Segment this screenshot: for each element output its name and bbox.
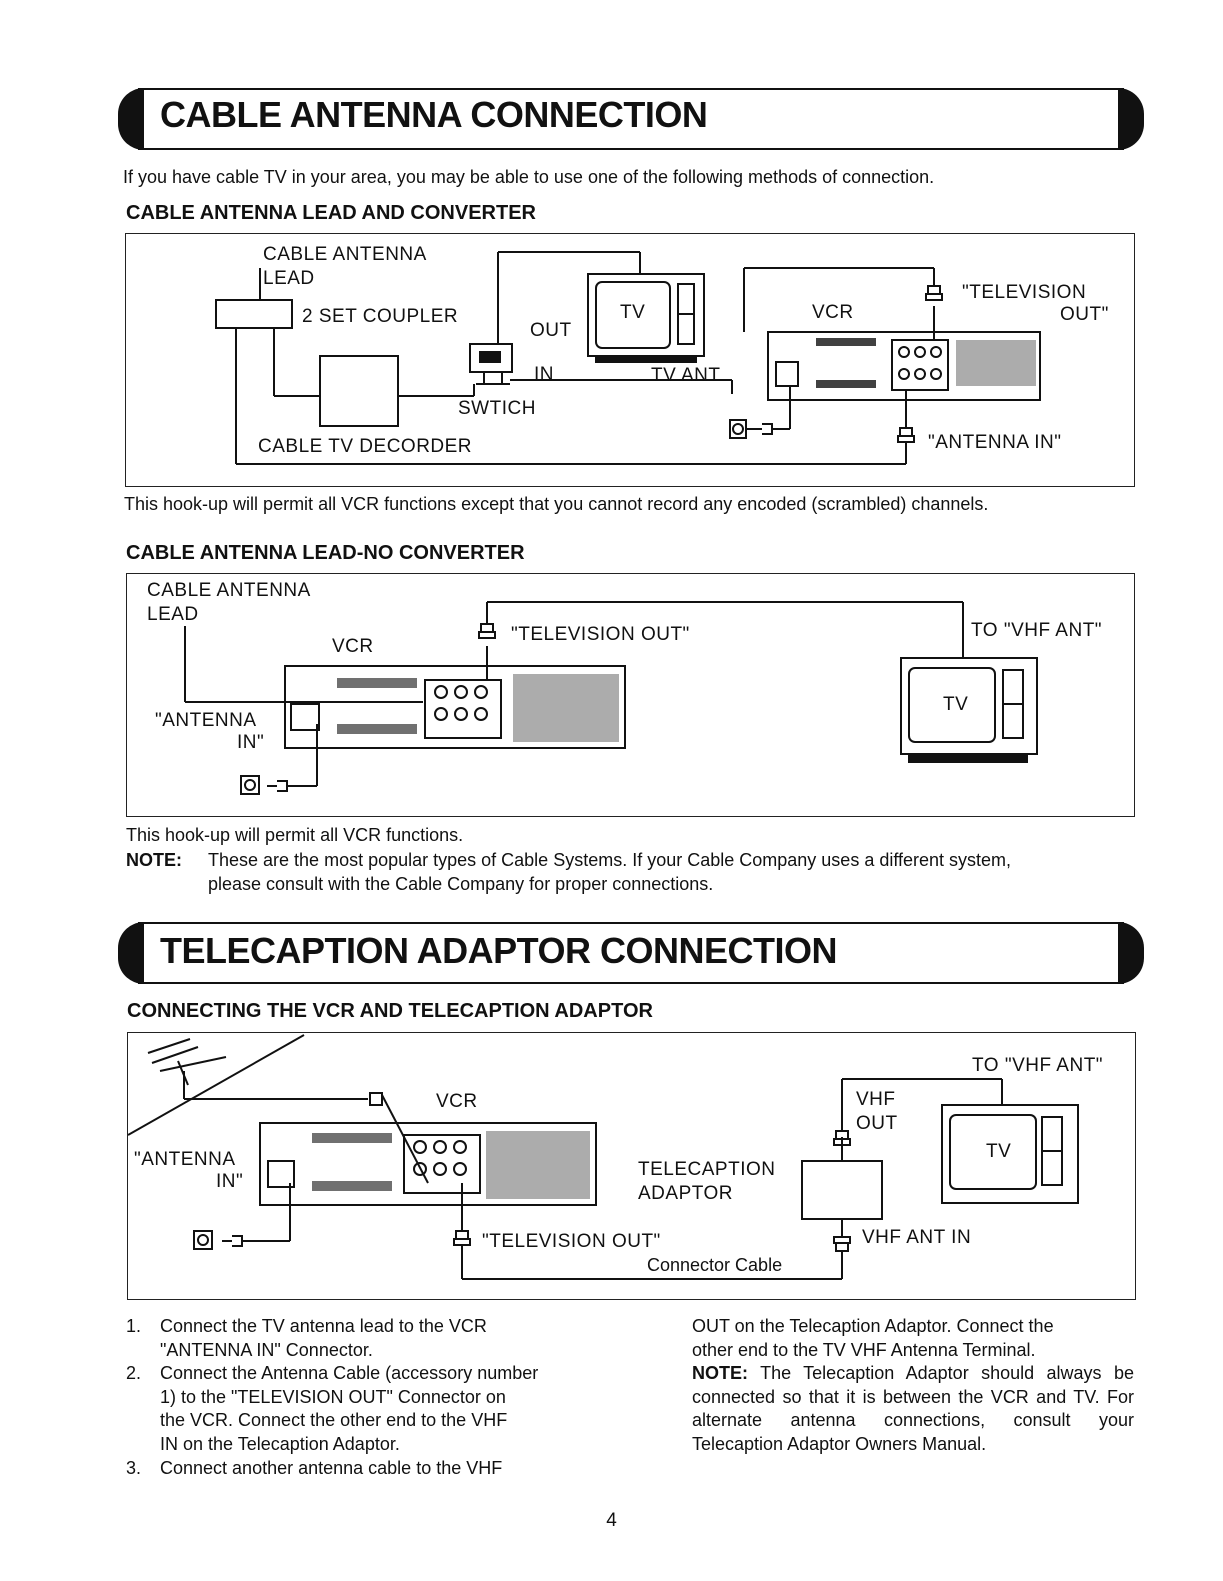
- label-vcr: VCR: [332, 636, 374, 657]
- banner-rule-bottom: [138, 148, 1124, 150]
- diagram3-lines: [128, 1034, 1079, 1280]
- col2-note-label: NOTE:: [692, 1363, 748, 1383]
- label-in: IN": [237, 732, 265, 753]
- diagram3-heading: CONNECTING THE VCR AND TELECAPTION ADAPT…: [127, 1000, 653, 1022]
- label-connector-cable: Connector Cable: [647, 1255, 783, 1275]
- label-lead: LEAD: [147, 604, 199, 625]
- label-in: IN: [534, 364, 554, 385]
- col2-note-text: The Telecaption Adaptor should always be…: [692, 1363, 1134, 1454]
- label-out: OUT: [530, 320, 572, 341]
- diagram2-lines: [184, 601, 1038, 795]
- label-vcr: VCR: [812, 302, 854, 323]
- banner-right-cap: [1118, 922, 1144, 984]
- label-tv-ant: TV ANT: [651, 365, 721, 386]
- label-to-vhf: TO "VHF ANT": [972, 1055, 1104, 1076]
- diagram1-lines: [215, 251, 1041, 465]
- col2-line-2: other end to the TV VHF Antenna Terminal…: [692, 1339, 1036, 1360]
- diagram-telecaption: TO "VHF ANT" VCR VHF OUT TV "ANTENNA IN"…: [127, 1032, 1136, 1300]
- banner-rule-bottom: [138, 982, 1124, 984]
- step-number: 2.: [126, 1363, 142, 1383]
- diagram2-caption: This hook-up will permit all VCR functio…: [126, 825, 464, 845]
- diagram-cable-with-converter: CABLE ANTENNA LEAD 2 SET COUPLER OUT IN …: [125, 233, 1135, 487]
- step-line: IN on the Telecaption Adaptor.: [160, 1433, 400, 1454]
- note-line-2: please consult with the Cable Company fo…: [208, 874, 714, 894]
- banner-rule-top: [138, 922, 1124, 924]
- step-number: 3.: [126, 1458, 142, 1478]
- label-cable-antenna: CABLE ANTENNA: [147, 580, 311, 601]
- label-out: OUT: [856, 1113, 898, 1134]
- section-banner-cable-antenna: CABLE ANTENNA CONNECTION: [118, 88, 1144, 150]
- step-line: "ANTENNA IN" Connector.: [160, 1339, 373, 1360]
- label-out2: OUT": [1060, 304, 1109, 325]
- section-title: TELECAPTION ADAPTOR CONNECTION: [160, 930, 838, 971]
- label-lead: LEAD: [263, 268, 315, 289]
- step-line: the VCR. Connect the other end to the VH…: [160, 1410, 508, 1430]
- step-number: 1.: [126, 1316, 142, 1336]
- label-decoder: CABLE TV DECORDER: [258, 436, 473, 457]
- label-in: IN": [216, 1171, 244, 1192]
- label-vhf: VHF: [856, 1089, 896, 1110]
- note-label: NOTE:: [126, 850, 182, 870]
- page-number: 4: [606, 1510, 617, 1531]
- right-column-text: OUT on the Telecaption Adaptor. Connect …: [692, 1315, 1134, 1456]
- step-line: Connect another antenna cable to the VHF: [160, 1458, 503, 1478]
- label-television: "TELEVISION: [962, 282, 1087, 303]
- step-line: 1) to the "TELEVISION OUT" Connector on: [160, 1386, 506, 1407]
- label-antenna-in: "ANTENNA IN": [928, 432, 1062, 453]
- label-tv: TV: [986, 1141, 1012, 1162]
- label-antenna: "ANTENNA: [155, 710, 257, 731]
- label-to-vhf: TO "VHF ANT": [971, 620, 1103, 641]
- label-cable-antenna: CABLE ANTENNA: [263, 244, 427, 265]
- label-tv: TV: [620, 302, 646, 323]
- diagram1-heading: CABLE ANTENNA LEAD AND CONVERTER: [126, 202, 536, 224]
- col2-note: NOTE: The Telecaption Adaptor should alw…: [692, 1362, 1134, 1456]
- label-antenna: "ANTENNA: [134, 1149, 236, 1170]
- label-vcr: VCR: [436, 1091, 478, 1112]
- label-television-out: "TELEVISION OUT": [511, 624, 690, 645]
- diagram2-heading: CABLE ANTENNA LEAD-NO CONVERTER: [126, 542, 525, 564]
- section-banner-telecaption: TELECAPTION ADAPTOR CONNECTION: [118, 922, 1144, 984]
- banner-right-cap: [1118, 88, 1144, 150]
- banner-left-cap: [118, 922, 144, 984]
- step-line: Connect the TV antenna lead to the VCR: [160, 1316, 487, 1336]
- label-tv: TV: [943, 694, 969, 715]
- banner-left-cap: [118, 88, 144, 150]
- label-adaptor: ADAPTOR: [638, 1183, 734, 1204]
- label-vhf-ant-in: VHF ANT IN: [862, 1227, 972, 1248]
- col2-line-1: OUT on the Telecaption Adaptor. Connect …: [692, 1316, 1054, 1336]
- section-title: CABLE ANTENNA CONNECTION: [160, 94, 708, 135]
- step-line: Connect the Antenna Cable (accessory num…: [160, 1363, 539, 1383]
- label-coupler: 2 SET COUPLER: [302, 306, 459, 327]
- intro-text: If you have cable TV in your area, you m…: [123, 167, 935, 187]
- label-switch: SWTICH: [458, 398, 536, 419]
- diagram-cable-no-converter: CABLE ANTENNA LEAD VCR "TELEVISION OUT" …: [126, 573, 1135, 817]
- diagram1-caption: This hook-up will permit all VCR functio…: [124, 494, 989, 514]
- label-telecaption: TELECAPTION: [638, 1159, 776, 1180]
- banner-rule-top: [138, 88, 1124, 90]
- note-line-1: These are the most popular types of Cabl…: [208, 850, 1012, 870]
- label-television-out: "TELEVISION OUT": [482, 1231, 661, 1252]
